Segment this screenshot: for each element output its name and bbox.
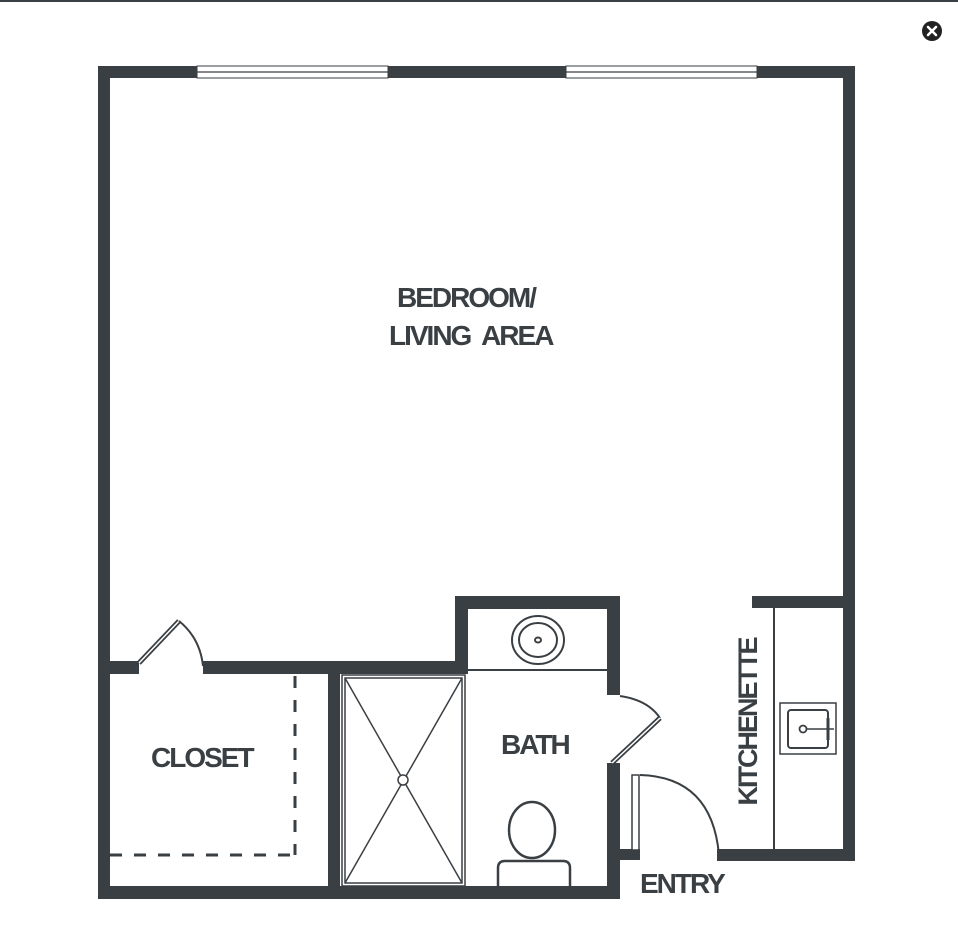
kitchenette-label: KITCHENETTE — [733, 638, 763, 806]
entry-door — [631, 774, 720, 856]
closet-shelf — [110, 676, 297, 857]
wall-top-left — [98, 66, 197, 78]
wall-top-middle — [388, 66, 566, 78]
kitchen-sink — [779, 702, 837, 755]
wall-top-right — [757, 66, 855, 78]
wall-closet-top-left — [98, 661, 139, 674]
bath-door — [610, 695, 662, 765]
close-x-icon — [926, 25, 938, 37]
window-right — [565, 65, 758, 79]
wall-right — [843, 66, 855, 861]
wall-kitchenette-top — [752, 596, 855, 608]
living-area-label: LIVING AREA — [389, 320, 554, 351]
shower-drain-icon — [397, 774, 409, 786]
top-border — [0, 0, 958, 2]
wall-bath-right-lower — [607, 763, 620, 899]
bedroom-label: BEDROOM/ — [397, 282, 537, 313]
window-left — [196, 65, 389, 79]
wall-bath-top — [455, 596, 620, 609]
wall-bottom — [98, 886, 620, 899]
bath-label: BATH — [501, 729, 571, 760]
wall-closet-divider — [328, 661, 340, 899]
shower — [341, 674, 466, 887]
entry-label: ENTRY — [640, 868, 726, 899]
close-button[interactable] — [922, 21, 942, 41]
wall-entry-stub — [620, 849, 640, 860]
closet-label: CLOSET — [151, 742, 255, 773]
walls — [98, 66, 855, 899]
wall-left — [98, 66, 110, 899]
wall-kitchenette-bottom — [717, 849, 855, 861]
closet-door — [137, 619, 204, 667]
wall-bath-right-upper — [607, 596, 620, 695]
toilet — [496, 800, 572, 886]
bath-sink — [468, 615, 607, 671]
wall-bath-left — [455, 596, 468, 674]
